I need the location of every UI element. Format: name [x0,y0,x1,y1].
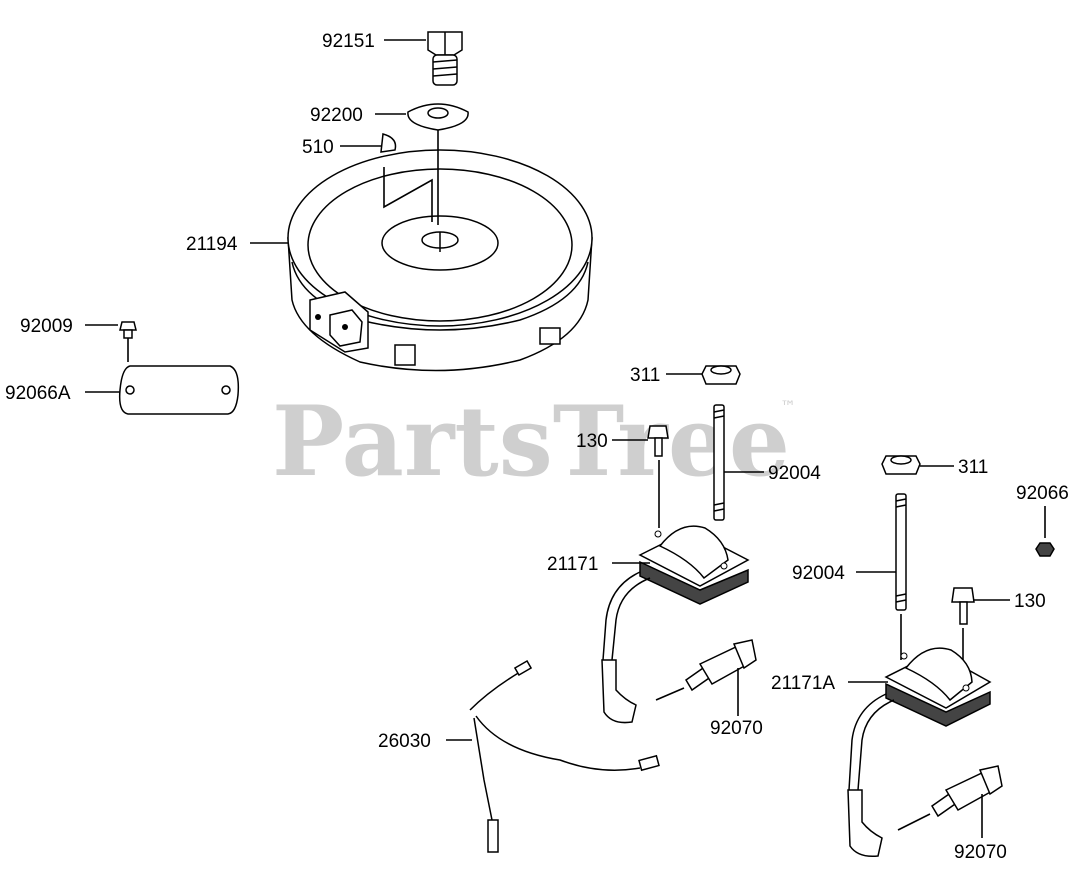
key-510[interactable] [380,133,397,153]
stud-92004-left[interactable] [713,404,725,521]
label-92004-right[interactable]: 92004 [792,563,845,584]
label-92066A[interactable]: 92066A [5,383,71,404]
key-guide-line [383,167,433,222]
label-26030[interactable]: 26030 [378,731,431,752]
spark-guide-right [897,813,931,831]
label-311-right[interactable]: 311 [958,457,988,478]
label-92070-left[interactable]: 92070 [710,718,763,739]
bolt-130-left[interactable] [647,425,669,457]
nut-311-right[interactable] [881,455,921,475]
ignition-coil-21171[interactable] [601,525,750,724]
stud-92004-right[interactable] [895,493,907,611]
bolt-130-right[interactable] [951,587,975,625]
spark-plug-92070-left[interactable] [684,639,757,692]
label-92200[interactable]: 92200 [310,105,363,126]
label-92009[interactable]: 92009 [20,316,73,337]
watermark-trademark: ™ [780,397,796,416]
bolt-92151[interactable] [427,31,463,86]
label-311-left[interactable]: 311 [630,365,660,386]
nut-92066[interactable] [1035,542,1055,557]
spark-guide-left [655,687,685,701]
label-21171A[interactable]: 21171A [771,673,835,694]
label-21171[interactable]: 21171 [547,554,598,575]
label-130-left[interactable]: 130 [576,431,608,452]
wire-harness-26030[interactable] [469,660,660,853]
label-92151[interactable]: 92151 [322,31,375,52]
screw-92009[interactable] [119,321,137,339]
label-130-right[interactable]: 130 [1014,591,1046,612]
watermark-text: PartsTree [272,385,790,498]
label-21194[interactable]: 21194 [186,234,238,255]
nut-311-left[interactable] [701,365,741,385]
spark-plug-92070-right[interactable] [930,765,1003,818]
washer-92200[interactable] [407,103,469,131]
label-510[interactable]: 510 [302,137,334,158]
label-92066[interactable]: 92066 [1016,483,1069,504]
plate-92066A[interactable] [118,365,240,415]
label-92070-right[interactable]: 92070 [954,842,1007,863]
flywheel-21194[interactable] [287,149,593,372]
ignition-coil-21171A[interactable] [847,647,992,858]
label-92004-left[interactable]: 92004 [768,463,821,484]
